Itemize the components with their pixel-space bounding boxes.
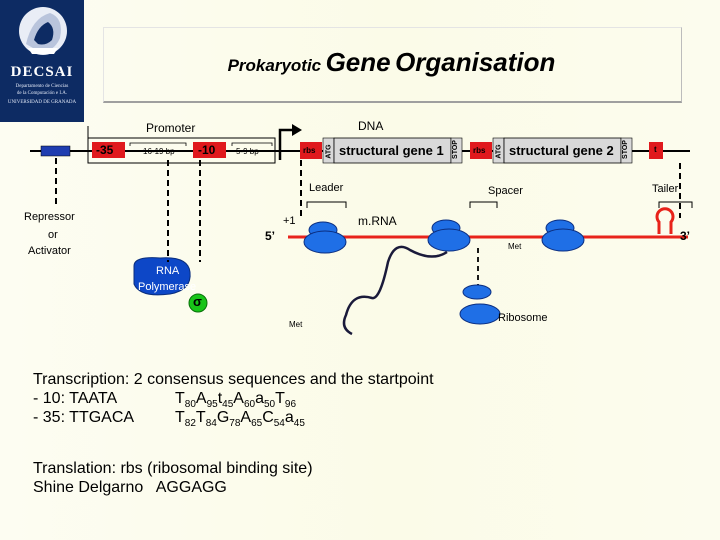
minus10-frequency-0: 80 — [184, 399, 196, 410]
tailer-label: Tailer — [652, 183, 679, 195]
minus10-frequency-3: 60 — [243, 399, 256, 410]
minus10-consensus-label: - 10: TAATA — [33, 390, 118, 407]
or-label: or — [48, 229, 58, 241]
mrna-label: m.RNA — [358, 214, 397, 228]
atg1-label: ATG — [325, 144, 333, 159]
minus35-frequency-3: 65 — [251, 418, 263, 429]
minus10-consensus-line: - 10: TAATA T80A95t45A60a50T96 — [33, 389, 434, 410]
met-label-1: Met — [508, 242, 522, 251]
minus10-base-2: t — [217, 390, 223, 407]
title-word-3: Organisation — [395, 47, 556, 77]
translation-label: Translation — [33, 460, 112, 477]
translation-line: Translation: rbs (ribosomal binding site… — [33, 459, 434, 478]
minus35-base-3: A — [240, 409, 252, 426]
logo-line-3: UNIVERSIDAD DE GRANADA — [7, 100, 77, 105]
polypeptide-chain — [342, 245, 448, 336]
rbs2-label: rbs — [473, 146, 486, 155]
university-logo: DECSAI Departamento de Ciencias de la Co… — [0, 0, 84, 122]
logo-line-2: de la Computación e I.A. — [16, 91, 68, 96]
minus35-frequency-2: 78 — [229, 418, 241, 429]
sigma-factor — [188, 293, 208, 313]
start-arrow — [278, 128, 294, 160]
title-word-1: Prokaryotic — [227, 56, 322, 75]
minus35-base-4: C — [262, 409, 274, 426]
terminator-box — [649, 142, 663, 159]
logo-brand: DECSAI — [10, 64, 74, 80]
stop2-label: STOP — [621, 140, 629, 159]
plus1-label: +1 — [283, 215, 296, 227]
atg2-label: ATG — [495, 144, 503, 159]
minus35-base-0: T — [175, 409, 185, 426]
title-frame — [103, 27, 682, 103]
ribosome-3 — [541, 219, 585, 252]
activator-label: Activator — [28, 245, 71, 257]
leader-label: Leader — [309, 182, 344, 194]
dna-label: DNA — [358, 119, 384, 133]
minus10-base-5: T — [275, 390, 285, 407]
minus10-label: -10 — [198, 143, 216, 157]
translation-rest: : rbs (ribosomal binding site) — [111, 460, 313, 477]
stop1-label: STOP — [451, 140, 459, 159]
rbs1-label: rbs — [303, 146, 316, 155]
rbs1-box — [300, 142, 322, 159]
crest-icon — [19, 7, 67, 55]
operator-box — [40, 145, 71, 157]
three-prime-label: 3’ — [680, 229, 691, 243]
minus35-consensus-sequence: T82T84G78A65C54a45 — [175, 408, 305, 429]
minus35-consensus-label: - 35: TTGACA — [33, 409, 135, 426]
minus10-consensus-sequence: T80A95t45A60a50T96 — [175, 389, 297, 410]
gene1-label: structural gene 1 — [339, 143, 444, 158]
explanation-text: Transcription: 2 consensus sequences and… — [33, 370, 434, 497]
minus35-label: -35 — [96, 143, 114, 157]
minus35-base-2: G — [216, 409, 230, 426]
transcription-rest: : 2 consensus sequences and the startpoi… — [124, 371, 434, 388]
title-word-2: Gene — [325, 47, 391, 77]
minus10-box — [193, 142, 226, 158]
minus10-base-3: A — [233, 390, 244, 407]
transcription-label: Transcription — [33, 371, 125, 388]
gene2-box — [503, 137, 622, 164]
minus35-frequency-4: 54 — [273, 418, 285, 429]
rnapol-label-1: RNA — [156, 265, 180, 277]
ribosome-1 — [303, 221, 347, 254]
slide-title: Prokaryotic Gene Organisation — [103, 47, 680, 78]
logo-line-1: Departamento de Ciencias — [15, 84, 69, 89]
minus10-frequency-4: 50 — [263, 399, 276, 410]
promoter-frame — [87, 137, 276, 164]
minus10-frequency-2: 45 — [222, 399, 234, 410]
sigma-label: σ — [193, 294, 202, 309]
free-ribosome — [459, 284, 501, 325]
gene2-label: structural gene 2 — [509, 143, 614, 158]
minus35-consensus-line: - 35: TTGACA T82T84G78A65C54a45 — [33, 408, 434, 429]
minus35-box — [92, 142, 125, 158]
repressor-label: Repressor — [24, 211, 75, 223]
minus10-frequency-1: 95 — [206, 399, 218, 410]
minus35-base-1: T — [195, 409, 206, 426]
transcription-line: Transcription: 2 consensus sequences and… — [33, 370, 434, 389]
minus10-frequency-5: 96 — [284, 399, 297, 410]
met-label-2: Met — [289, 320, 303, 329]
minus10-base-1: A — [195, 390, 207, 407]
minus35-frequency-1: 84 — [205, 418, 217, 429]
terminator-loop — [655, 207, 675, 234]
ribosome-label: Ribosome — [498, 312, 548, 324]
rnapol-label-2: Polymerase — [138, 281, 197, 293]
minus35-base-5: a — [284, 409, 294, 426]
spacer-label: Spacer — [488, 185, 523, 197]
minus35-frequency-0: 82 — [184, 418, 196, 429]
ribosome-2 — [427, 219, 471, 252]
promoter-label: Promoter — [146, 121, 196, 135]
minus35-frequency-5: 45 — [293, 418, 305, 429]
rbs2-box — [470, 142, 492, 159]
spacer2-label: 5-9 bp — [236, 147, 259, 156]
minus10-base-0: T — [175, 390, 185, 407]
gene1-box — [333, 137, 452, 164]
five-prime-label: 5’ — [265, 229, 276, 243]
spacer1-label: 16-19 bp — [143, 147, 175, 156]
shine-delgarno-line: Shine Delgarno AGGAGG — [33, 479, 227, 496]
terminator-label: t — [654, 145, 657, 154]
minus10-base-4: a — [255, 390, 264, 407]
